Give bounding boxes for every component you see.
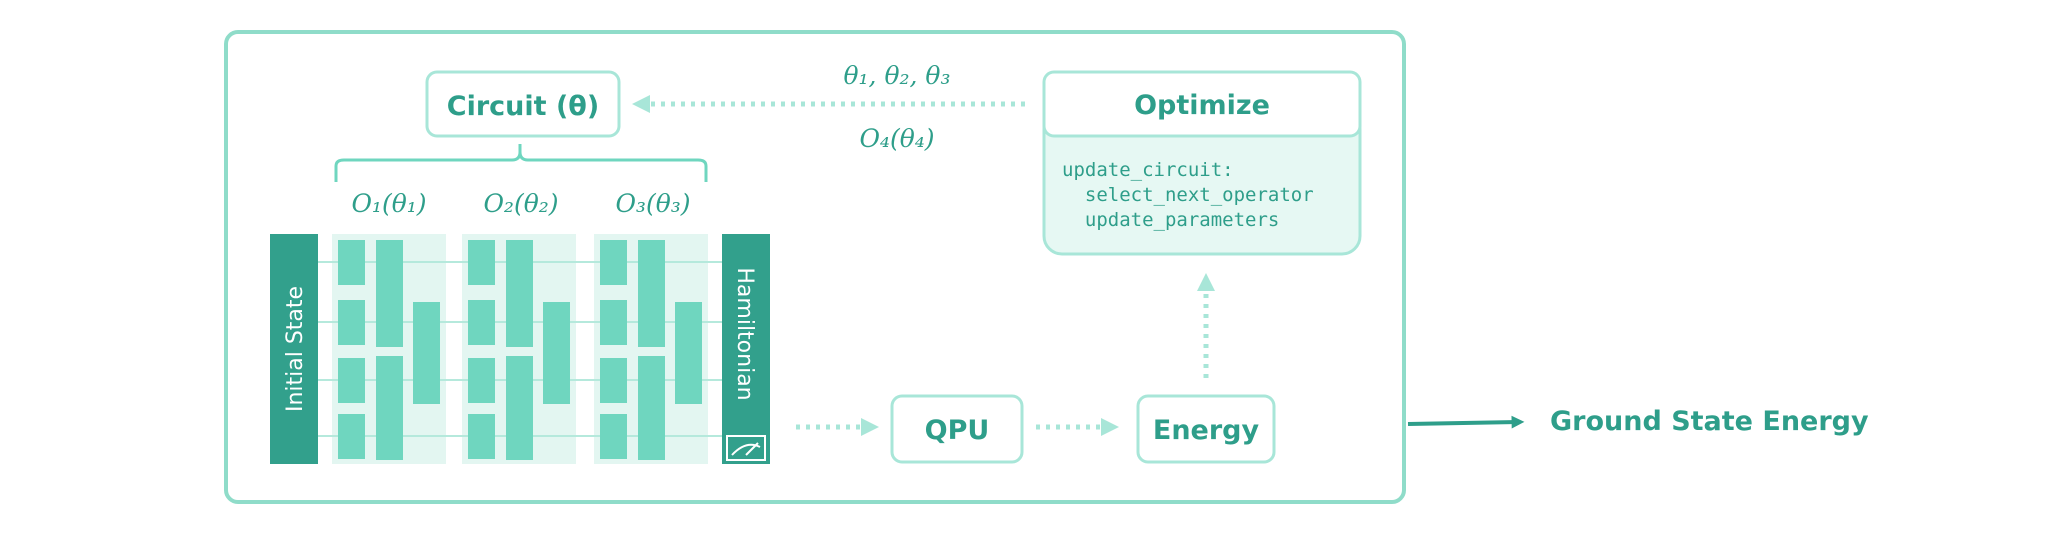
hamiltonian-label: Hamiltonian: [732, 267, 757, 400]
operator-label-3: O₃(θ₃): [615, 189, 690, 218]
qpu-box: [890, 394, 1024, 464]
params-bottom-label: O₄(θ₄): [859, 124, 934, 153]
optimize-code-line-1: update_circuit:: [1062, 159, 1234, 181]
optimize-title: Optimize: [1134, 90, 1270, 121]
output-arrow: [1407, 415, 1525, 429]
circuit-box-label: Circuit (θ): [447, 91, 599, 122]
optimize-code-line-2: select_next_operator: [1062, 184, 1314, 206]
qpu-label: QPU: [925, 415, 990, 446]
operator-gates-2: [468, 240, 570, 460]
energy-label: Energy: [1153, 415, 1260, 446]
optimize-code-line-3: update_parameters: [1062, 209, 1279, 231]
operator-label-1: O₁(θ₁): [351, 189, 426, 218]
hamiltonian-block: [722, 234, 770, 464]
params-top-label: θ₁, θ₂, θ₃: [843, 61, 950, 90]
optimize-header: [1042, 70, 1362, 138]
operator-label-2: O₂(θ₂): [483, 189, 558, 218]
initial-state-label: Initial State: [283, 286, 308, 412]
gauge-icon: [726, 435, 766, 461]
operator-gates-3: [600, 240, 702, 460]
initial-state-block: [270, 234, 318, 464]
energy-box: [1136, 394, 1276, 464]
operator-brace: [334, 144, 708, 182]
outer-frame: [224, 30, 1406, 504]
circuit-box: [425, 70, 621, 138]
operator-gates-1: [338, 240, 440, 460]
ground-state-energy-label: Ground State Energy: [1550, 406, 1869, 437]
